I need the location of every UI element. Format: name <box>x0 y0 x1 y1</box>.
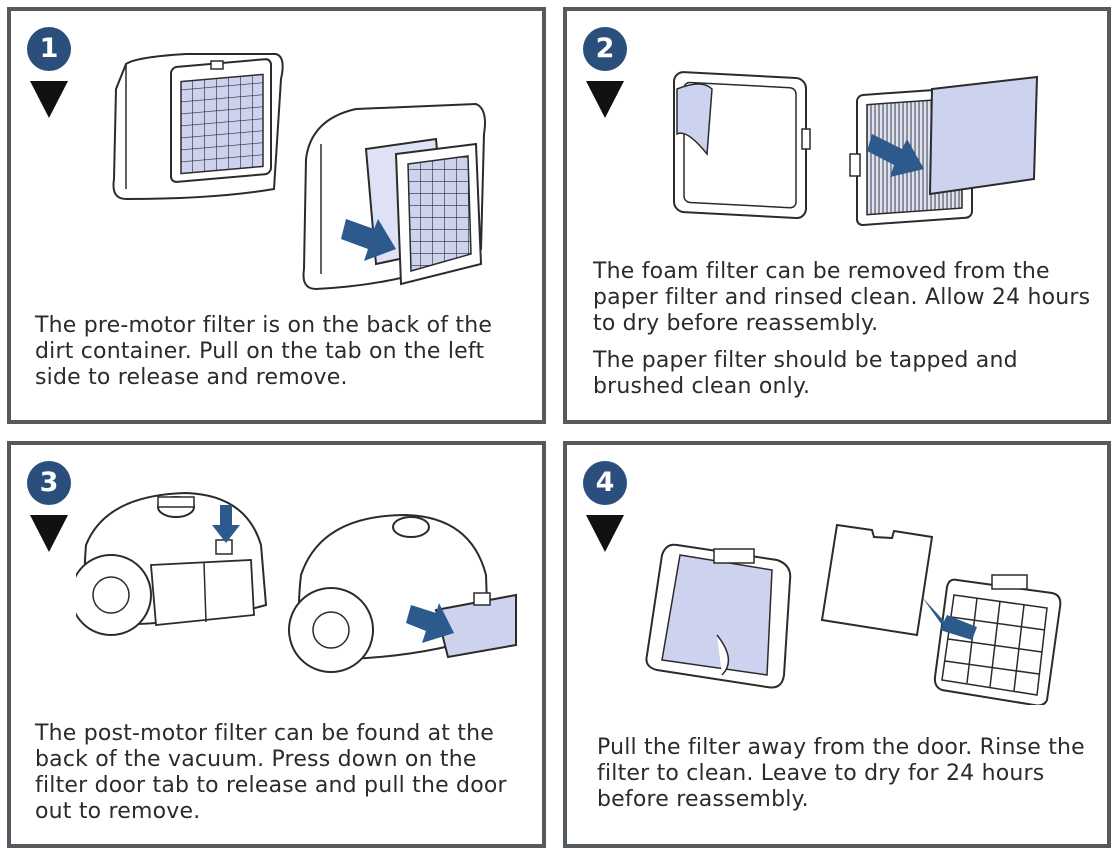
step-3-paragraph: The post-motor filter can be found at th… <box>35 721 507 824</box>
step-2-number: 2 <box>595 33 615 64</box>
post-motor-filter-illustration <box>76 491 517 673</box>
step-3-text: The post-motor filter can be found at th… <box>35 721 535 825</box>
step-badge-icon <box>583 27 627 118</box>
step-3-panel: 3 The post-motor filter can be found at … <box>7 441 546 848</box>
foam-and-paper-filter-illustration <box>673 71 1039 226</box>
step-badge-icon <box>27 461 71 552</box>
step-2-panel: 2 The foam filter can be removed from th… <box>563 7 1111 424</box>
step-1-text: The pre-motor filter is on the back of t… <box>35 313 535 391</box>
step-2-badge: 2 <box>581 25 629 121</box>
step-3-number: 3 <box>39 467 59 498</box>
step-2-paragraph-2: The paper filter should be tapped and br… <box>593 348 1018 399</box>
pre-motor-filter-illustration <box>112 53 486 291</box>
step-1-panel: 1 The pre-motor filter is on the back of… <box>7 7 546 424</box>
step-4-badge: 4 <box>581 459 629 555</box>
step-3-badge: 3 <box>25 459 73 555</box>
filter-door-illustration <box>645 523 1062 705</box>
step-2-text: The foam filter can be removed from the … <box>593 259 1093 400</box>
step-4-text: Pull the filter away from the door. Rins… <box>597 735 1097 813</box>
step-4-paragraph: Pull the filter away from the door. Rins… <box>597 735 1085 812</box>
step-4-panel: 4 Pull the filter away from the door. Ri… <box>563 441 1111 848</box>
step-2-paragraph-1: The foam filter can be removed from the … <box>593 259 1091 336</box>
step-4-number: 4 <box>595 467 615 498</box>
step-1-badge: 1 <box>25 25 73 121</box>
step-1-number: 1 <box>39 33 59 64</box>
step-badge-icon <box>583 461 627 552</box>
step-badge-icon <box>27 27 71 118</box>
step-1-paragraph: The pre-motor filter is on the back of t… <box>35 313 493 390</box>
